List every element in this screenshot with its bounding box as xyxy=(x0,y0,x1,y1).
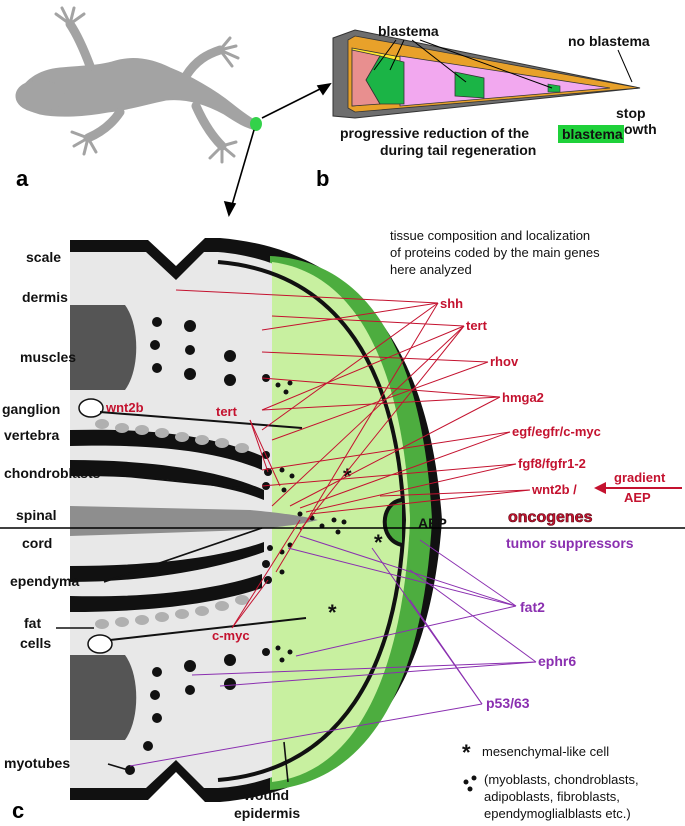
oncogene-lines xyxy=(175,289,531,629)
myotube-dots xyxy=(125,317,236,775)
label-chondroblasts: chondroblasts xyxy=(4,465,101,481)
gene-tert: tert xyxy=(466,318,488,333)
label-dermis: dermis xyxy=(22,289,68,305)
gene-egf: egf/egfr/c-myc xyxy=(512,424,601,439)
panel-a-letter: a xyxy=(16,166,29,191)
aep-bump xyxy=(382,498,403,547)
svg-text:*: * xyxy=(374,530,383,555)
label-scale: scale xyxy=(26,249,61,265)
gene-wnt2b: wnt2b / xyxy=(531,482,577,497)
gene-wnt2b-left: wnt2b xyxy=(105,400,144,415)
panel-b-caption-line1: progressive reduction of the xyxy=(340,125,529,141)
vertebra-band-lower-2 xyxy=(70,574,262,612)
tissue-pointer-lines xyxy=(56,473,289,783)
blastema-zone-green-3 xyxy=(547,83,561,93)
label-spinal: spinal xyxy=(16,507,56,523)
gene-rhov: rhov xyxy=(490,354,519,369)
tail-tip-marker xyxy=(250,117,262,131)
gradient-label: gradient xyxy=(614,470,666,485)
no-blastema-label: no blastema xyxy=(568,33,650,49)
gene-ephr6: ephr6 xyxy=(538,653,576,669)
stop-label: stop xyxy=(616,105,646,121)
muscle-block-upper xyxy=(70,305,137,390)
oncogenes-label: oncogenes xyxy=(508,509,593,526)
gene-p53: p53/63 xyxy=(486,695,530,711)
legend-star-icon: * xyxy=(462,740,471,765)
ganglion-marker xyxy=(78,398,104,418)
vertebra-band-upper-2 xyxy=(70,460,264,500)
panel-c-header-line1: tissue composition and localization xyxy=(390,228,590,243)
gene-tert-left: tert xyxy=(216,404,238,419)
muscle-block-lower xyxy=(70,655,137,740)
suppressor-lines xyxy=(129,535,537,767)
gene-hmga2: hmga2 xyxy=(502,390,544,405)
label-fat: fat xyxy=(24,615,41,631)
panel-b-caption-line2: during tail regeneration xyxy=(380,142,536,158)
legend-mesenchymal: mesenchymal-like cell xyxy=(482,744,609,759)
label-cord: cord xyxy=(22,535,52,551)
panel-b-caption-highlight: blastema xyxy=(562,126,623,142)
tumor-suppressors-label: tumor suppressors xyxy=(506,535,634,551)
legend-line1: (myoblasts, chondroblasts, xyxy=(484,772,639,787)
panel-c-letter: c xyxy=(12,798,24,823)
vertebra-band-lower-1 xyxy=(70,542,264,582)
fat-cells-upper xyxy=(95,419,249,453)
label-muscles: muscles xyxy=(20,349,76,365)
svg-text:*: * xyxy=(328,600,337,625)
label-myotubes: myotubes xyxy=(4,755,70,771)
label-wound: wound xyxy=(243,787,289,803)
fat-cells-lower xyxy=(95,595,249,629)
gene-shh: shh xyxy=(440,296,463,311)
fat-cell-pointer xyxy=(109,617,307,641)
panel-arrows xyxy=(223,82,332,218)
panel-c-header-line3: here analyzed xyxy=(390,262,472,277)
legend-line2: adipoblasts, fibroblasts, xyxy=(484,789,620,804)
gradient-aep-label: AEP xyxy=(624,490,651,505)
label-vertebra: vertebra xyxy=(4,427,59,443)
panel-b-blastema-reduction: blastema no blastema stop growth progres… xyxy=(316,23,657,191)
label-epidermis: epidermis xyxy=(234,805,300,821)
lizard-silhouette-icon xyxy=(15,6,259,164)
panel-c-header-line2: of proteins coded by the main genes xyxy=(390,245,600,260)
aep-label: AEP xyxy=(418,515,447,531)
panel-c-tail-section: AEP xyxy=(0,228,685,823)
gene-cmyc: c-myc xyxy=(212,628,250,643)
label-ganglion: ganglion xyxy=(2,401,60,417)
blastema-highlight-box xyxy=(558,125,624,143)
vertebra-band-upper-1 xyxy=(70,429,262,470)
no-blastema-pointer xyxy=(617,49,633,83)
gradient-arrow xyxy=(594,482,682,494)
panel-a-lizard: a xyxy=(15,6,262,191)
panel-b-letter: b xyxy=(316,166,329,191)
blastema-label: blastema xyxy=(378,23,439,39)
blastema-pointer-lines xyxy=(373,39,553,89)
legend: * mesenchymal-like cell (myoblasts, chon… xyxy=(462,740,639,821)
label-ependyma: ependyma xyxy=(10,573,79,589)
fat-cell-marker xyxy=(87,634,113,654)
legend-line3: ependymoglialblasts etc.) xyxy=(484,806,631,821)
legend-dots-icon xyxy=(463,775,477,792)
label-cells: cells xyxy=(20,635,51,651)
gene-fat2: fat2 xyxy=(520,599,545,615)
gene-fgf: fgf8/fgfr1-2 xyxy=(518,456,586,471)
